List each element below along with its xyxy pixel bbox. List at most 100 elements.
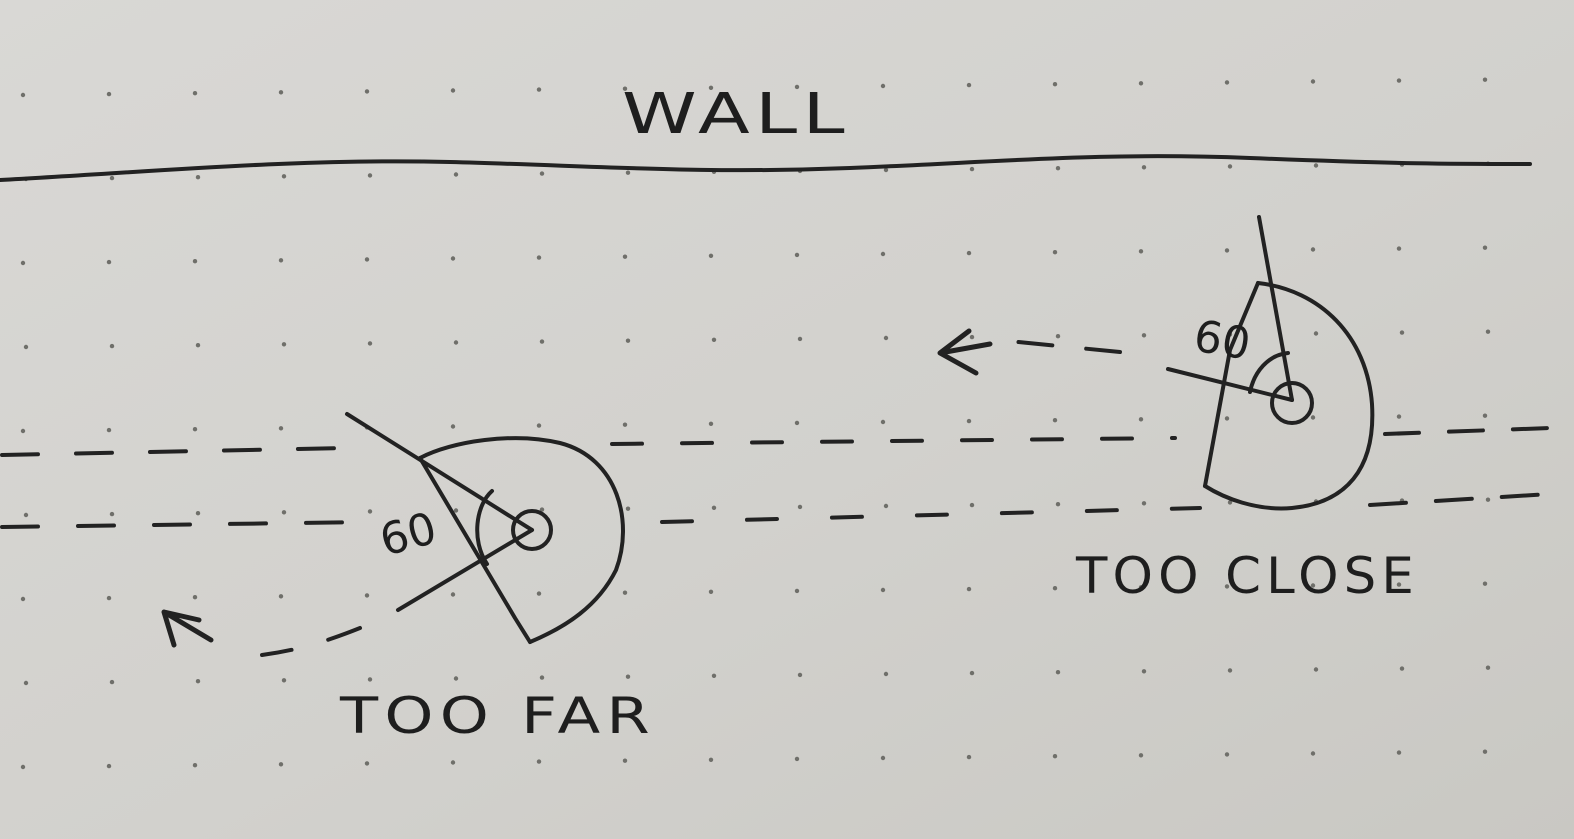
grid-dot <box>1310 79 1316 84</box>
grid-dot <box>1141 165 1147 170</box>
grid-dot <box>20 764 26 770</box>
too-far-correction-path <box>260 626 362 657</box>
grid-dot <box>1224 248 1230 253</box>
grid-dot <box>1052 82 1058 87</box>
wall-label: WALL <box>622 82 850 147</box>
too-far-flat-side <box>418 456 532 644</box>
grid-dot <box>1138 753 1144 758</box>
grid-dot <box>453 340 459 345</box>
grid-dot <box>539 339 545 344</box>
grid-dot <box>708 253 714 258</box>
grid-dot <box>1313 163 1319 168</box>
grid-dot <box>281 174 287 179</box>
grid-dot <box>453 172 459 177</box>
too-close-flat-side <box>1203 281 1260 488</box>
grid-dot <box>1052 754 1058 759</box>
grid-dot <box>20 92 26 98</box>
grid-dot <box>1141 501 1147 506</box>
grid-dot <box>281 510 287 515</box>
grid-dot <box>1399 666 1405 671</box>
grid-dot <box>1310 247 1316 252</box>
too-far-front-ray <box>345 412 534 532</box>
grid-dot <box>708 757 714 762</box>
grid-dot <box>966 418 972 424</box>
too-close-robot: 60 <box>1166 215 1375 511</box>
grid-dot <box>1227 332 1233 337</box>
grid-dot <box>966 586 972 592</box>
grid-dot <box>622 758 628 763</box>
grid-dot <box>797 504 803 510</box>
too-far-angle-arc <box>475 489 494 566</box>
too-far-arrow-icon <box>161 609 214 648</box>
grid-dot <box>539 171 545 176</box>
grid-dot <box>969 502 975 508</box>
grid-dot <box>880 419 886 425</box>
grid-dot <box>453 676 459 681</box>
grid-dot <box>708 85 714 91</box>
grid-dot <box>109 343 115 349</box>
grid-dot <box>966 754 972 760</box>
grid-dot <box>1482 77 1488 82</box>
grid-dot <box>367 173 373 178</box>
grid-dot <box>969 670 975 676</box>
grid-dot <box>883 671 889 677</box>
grid-dot <box>364 761 370 766</box>
grid-dot <box>966 250 972 256</box>
lower-dashed-line <box>0 520 374 529</box>
grid-dot <box>622 590 628 595</box>
too-close-angle-value: 60 <box>1190 311 1254 371</box>
grid-dot <box>1052 418 1058 423</box>
too-close-arrow-icon <box>937 328 993 376</box>
grid-dot <box>195 175 201 180</box>
grid-dot <box>1055 502 1061 507</box>
grid-dot <box>1055 334 1061 339</box>
grid-dot <box>1396 582 1402 587</box>
grid-dot <box>625 506 631 511</box>
grid-dot <box>1396 78 1402 83</box>
grid-dot <box>192 763 198 768</box>
grid-dot <box>278 90 284 95</box>
grid-dot <box>1482 581 1488 586</box>
wall-line <box>0 154 1532 182</box>
too-close-side-ray <box>1166 367 1294 402</box>
grid-dot <box>20 260 26 266</box>
grid-dot <box>20 428 26 434</box>
grid-dot <box>539 675 545 680</box>
grid-dot <box>23 680 29 686</box>
grid-dot <box>195 679 201 684</box>
too-close-sensor-arc <box>1203 281 1375 511</box>
grid-dot <box>192 595 198 600</box>
grid-dot <box>1310 415 1316 420</box>
grid-dot <box>364 257 370 262</box>
grid-dot <box>20 596 26 602</box>
grid-dot <box>1055 670 1061 675</box>
lower-dashed-line-right <box>1368 492 1552 507</box>
grid-dot <box>281 342 287 347</box>
grid-dot <box>450 424 456 429</box>
grid-dot <box>192 259 198 264</box>
grid-dot <box>711 673 717 678</box>
grid-dot <box>1138 81 1144 86</box>
grid-dot <box>23 512 29 518</box>
grid-dot <box>1052 250 1058 255</box>
upper-dashed-line-right <box>1383 426 1552 436</box>
grid-dot <box>106 259 112 265</box>
grid-dot <box>1313 331 1319 336</box>
grid-dot <box>536 423 542 428</box>
grid-dot <box>450 760 456 765</box>
grid-dot <box>883 335 889 341</box>
grid-dot <box>195 343 201 348</box>
grid-dot <box>622 422 628 427</box>
grid-dot <box>880 83 886 89</box>
grid-dot <box>23 344 29 350</box>
upper-dashed-line <box>0 446 347 457</box>
grid-dot <box>708 589 714 594</box>
grid-dot <box>708 421 714 426</box>
grid-dot <box>625 674 631 679</box>
too-close-body-circle <box>1270 381 1314 425</box>
grid-dot <box>797 672 803 678</box>
lower-dashed-line-middle <box>660 506 1202 524</box>
grid-dot <box>1227 668 1233 673</box>
too-far-label: TOO FAR <box>339 687 656 745</box>
